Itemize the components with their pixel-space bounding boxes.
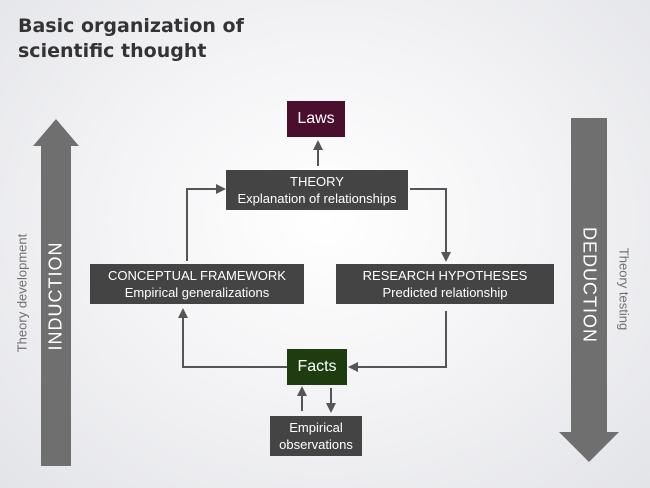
theory-heading: THEORY (290, 174, 344, 189)
theory-development-label: Theory development (14, 233, 30, 353)
facts-box: Facts (287, 349, 347, 385)
arrow-facts-to-conceptual (178, 308, 287, 368)
deduction-arrow (559, 118, 619, 462)
theory-testing-label: Theory testing (616, 247, 632, 331)
page-title: Basic organization of scientific thought (18, 14, 244, 64)
arrow-conceptual-to-theory (186, 184, 226, 261)
induction-arrow (33, 119, 79, 466)
arrow-research-to-facts (348, 311, 447, 372)
research-heading: RESEARCH HYPOTHESES (362, 268, 528, 283)
empirical-observations-box: Empirical observations (270, 416, 362, 456)
empirical-line-2: observations (279, 437, 353, 452)
research-subtitle: Predicted relationship (382, 285, 508, 300)
theory-box: THEORY Explanation of relationships (226, 170, 408, 210)
arrow-theory-to-research (410, 188, 451, 262)
research-hypotheses-box: RESEARCH HYPOTHESES Predicted relationsh… (336, 264, 554, 304)
deduction-label: DEDUCTION (579, 227, 600, 343)
title-line-2: scientific thought (18, 40, 207, 62)
conceptual-heading: CONCEPTUAL FRAMEWORK (108, 268, 286, 283)
theory-subtitle: Explanation of relationships (237, 191, 397, 206)
conceptual-subtitle: Empirical generalizations (124, 285, 270, 300)
laws-label: Laws (297, 110, 335, 127)
title-line-1: Basic organization of (18, 15, 244, 37)
induction-label: INDUCTION (45, 241, 66, 351)
laws-box: Laws (287, 101, 345, 137)
empirical-line-1: Empirical (289, 420, 343, 435)
facts-label: Facts (297, 358, 337, 375)
conceptual-framework-box: CONCEPTUAL FRAMEWORK Empirical generaliz… (90, 264, 304, 304)
